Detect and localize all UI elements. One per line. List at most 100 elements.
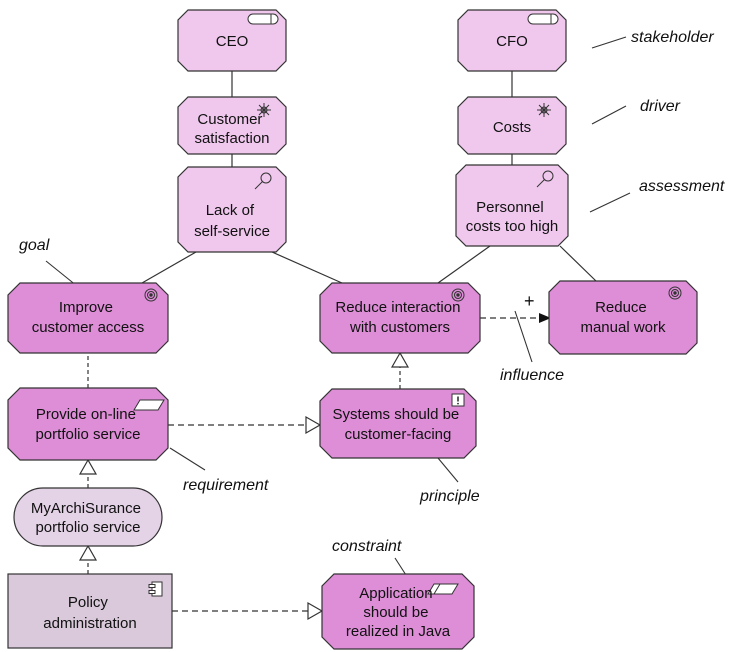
node-ceo[interactable]: CEO (177, 9, 287, 72)
assessment-icon (254, 172, 272, 190)
goal-icon (144, 288, 158, 302)
node-customer-facing-line: Systems should be (333, 406, 460, 423)
stakeholder-icon (247, 13, 279, 25)
node-reduce-interaction-line: with customers (349, 319, 450, 336)
node-ceo-label: CEO (216, 33, 249, 50)
node-costs-shape (457, 96, 567, 155)
callout-line-principle (437, 457, 459, 483)
nodes: CEO CFO Customer (7, 9, 698, 650)
callout-constraint: constraint (332, 538, 402, 555)
callout-line-requirement (169, 447, 206, 471)
callout-goal: goal (19, 237, 50, 254)
node-lack-self-service-line: Lack of (206, 202, 255, 219)
node-reduce-interaction-label: Reduce interaction with customers (335, 299, 464, 336)
callout-principle: principle (419, 488, 480, 505)
node-myarchisurance-shape (13, 487, 163, 547)
node-personnel-costs[interactable]: Personnel costs too high (455, 164, 569, 247)
node-reduce-manual-work-shape (548, 280, 698, 355)
node-policy-administration-label: Policy administration (43, 594, 136, 632)
node-lack-self-service[interactable]: Lack of self-service (177, 166, 287, 253)
realization-arrowhead (390, 351, 410, 368)
node-costs[interactable]: Costs (457, 96, 567, 155)
constraint-icon (427, 583, 459, 595)
callout-requirement: requirement (183, 477, 269, 494)
callout-line-influence (514, 310, 533, 363)
node-customer-facing-label: Systems should be customer-facing (333, 406, 464, 443)
node-customer-satisfaction-label: Customer satisfaction (194, 111, 269, 147)
callout-assessment: assessment (639, 178, 725, 195)
node-online-portfolio-shape (7, 387, 169, 461)
node-java-constraint-line: realized in Java (346, 623, 451, 640)
node-reduce-manual-work[interactable]: Reduce manual work (548, 280, 698, 355)
line-lack-reduce-interaction (271, 251, 343, 284)
node-customer-facing-line: customer-facing (345, 426, 452, 443)
node-reduce-manual-work-label: Reduce manual work (580, 299, 666, 336)
node-improve-customer-access-shape (7, 282, 169, 354)
node-policy-administration-line: administration (43, 615, 136, 632)
callouts: stakeholder driver assessment goal influ… (19, 29, 725, 555)
node-java-constraint-line: Application (359, 585, 432, 602)
node-online-portfolio-line: Provide on-line (36, 406, 136, 423)
node-lack-self-service-shape (177, 166, 287, 253)
callout-influence: influence (500, 367, 564, 384)
realization-arrowhead (307, 601, 324, 621)
node-customer-facing[interactable]: Systems should be customer-facing (319, 388, 477, 459)
callout-line-driver (591, 105, 627, 125)
driver-icon (537, 103, 551, 117)
callout-line-goal (45, 260, 78, 287)
node-java-constraint[interactable]: Application should be realized in Java (321, 573, 475, 650)
line-lack-improve (141, 251, 197, 284)
node-improve-customer-access-label: Improve customer access (32, 299, 145, 336)
goal-icon (668, 286, 682, 300)
component-icon (148, 581, 163, 597)
realization-arrowhead (78, 544, 98, 561)
line-personnel-reduce-manual (559, 245, 597, 282)
callout-stakeholder: stakeholder (631, 29, 714, 46)
node-improve-customer-access-line: customer access (32, 319, 145, 336)
node-online-portfolio-line: portfolio service (35, 426, 140, 443)
node-policy-administration-shape (7, 573, 173, 649)
node-online-portfolio[interactable]: Provide on-line portfolio service (7, 387, 169, 461)
node-cfo[interactable]: CFO (457, 9, 567, 72)
node-improve-customer-access[interactable]: Improve customer access (7, 282, 169, 354)
node-myarchisurance-service[interactable]: MyArchiSurance portfolio service (13, 487, 163, 547)
node-lack-self-service-label: Lack of self-service (194, 202, 270, 240)
node-customer-facing-shape (319, 388, 477, 459)
node-customer-satisfaction[interactable]: Customer satisfaction (177, 96, 287, 155)
node-personnel-costs-label: Personnel costs too high (466, 199, 559, 235)
realization-arrowhead (78, 458, 98, 475)
node-costs-label: Costs (493, 119, 531, 136)
node-policy-administration[interactable]: Policy administration (7, 573, 173, 649)
node-myarchisurance-line: portfolio service (35, 519, 140, 536)
connectors (45, 36, 631, 621)
stakeholder-icon (527, 13, 559, 25)
node-ceo-line: CEO (216, 33, 249, 50)
node-cfo-shape (457, 9, 567, 72)
node-reduce-interaction-shape (319, 282, 481, 354)
node-online-portfolio-label: Provide on-line portfolio service (35, 406, 140, 443)
node-customer-satisfaction-shape (177, 96, 287, 155)
node-reduce-manual-work-line: manual work (580, 319, 666, 336)
node-customer-satisfaction-line: Customer (197, 111, 262, 128)
node-reduce-interaction[interactable]: Reduce interaction with customers (319, 282, 481, 354)
node-costs-line: Costs (493, 119, 531, 136)
node-myarchisurance-label: MyArchiSurance portfolio service (31, 500, 145, 536)
node-reduce-manual-work-line: Reduce (595, 299, 647, 316)
node-java-constraint-line: should be (363, 604, 428, 621)
node-lack-self-service-line: self-service (194, 223, 270, 240)
node-java-constraint-label: Application should be realized in Java (346, 585, 451, 640)
node-personnel-costs-shape (455, 164, 569, 247)
node-reduce-interaction-line: Reduce interaction (335, 299, 460, 316)
node-cfo-label: CFO (496, 33, 528, 50)
requirement-icon (133, 399, 165, 411)
node-cfo-line: CFO (496, 33, 528, 50)
realization-arrowhead (305, 415, 322, 435)
principle-icon (451, 393, 465, 407)
assessment-icon (536, 170, 554, 188)
node-policy-administration-line: Policy (68, 594, 109, 611)
callout-line-stakeholder (591, 36, 627, 49)
influence-plus-sign: + (524, 291, 535, 311)
callout-driver: driver (640, 98, 681, 115)
node-ceo-shape (177, 9, 287, 72)
